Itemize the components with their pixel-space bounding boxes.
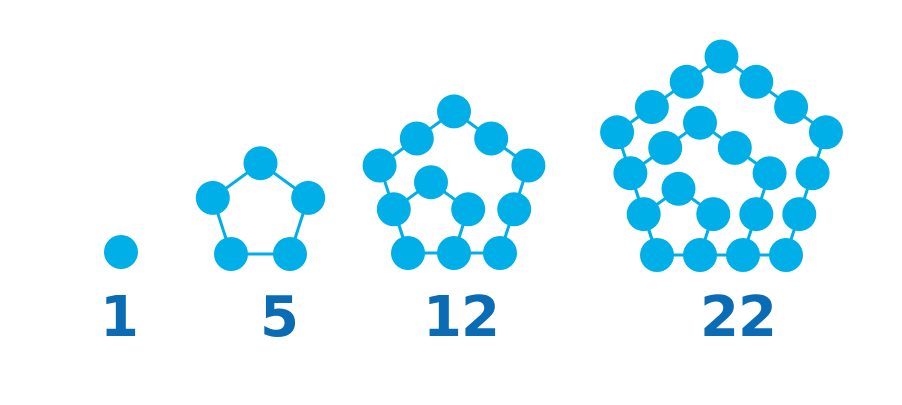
figure-1 [104,235,138,269]
dot [683,238,717,272]
dot [362,148,397,183]
dot [696,197,731,232]
dot [739,197,774,232]
dot [399,121,434,156]
dot [661,171,696,206]
dot [717,130,752,165]
dot [214,237,248,271]
dot [648,130,683,165]
dots-5 [195,146,326,271]
dot [437,94,471,129]
figure-12 [362,94,546,270]
label-22: 22 [700,285,777,350]
dots-12 [362,94,546,270]
dot [437,236,471,270]
dot [669,64,704,99]
dot [195,180,230,215]
dot [273,237,307,271]
label-1: 1 [100,285,139,350]
dot [808,115,843,150]
dot [243,146,278,181]
dot [704,39,739,74]
dot [726,238,760,272]
pentagon-outline [615,55,828,257]
figure-5 [195,146,326,271]
dot [474,121,509,156]
dot [376,192,411,227]
label-12: 12 [423,285,500,350]
dot [782,197,817,232]
dot [291,180,326,215]
dot [739,64,774,99]
dot [640,238,674,272]
dots-22 [600,39,843,272]
dot [769,238,803,272]
figure-22 [600,39,843,272]
dot [613,156,648,191]
dot [600,115,635,150]
dot [774,90,809,124]
dot [626,197,661,232]
dot [483,236,517,270]
dot [497,192,532,227]
dot [511,148,546,183]
label-5: 5 [260,285,299,350]
dot [795,156,830,191]
dot [634,90,669,124]
dot [683,105,717,140]
dot [752,156,787,191]
dot [414,165,448,200]
dot [391,236,425,270]
dot [104,235,138,269]
dots-1 [104,235,138,269]
dot [451,192,486,227]
